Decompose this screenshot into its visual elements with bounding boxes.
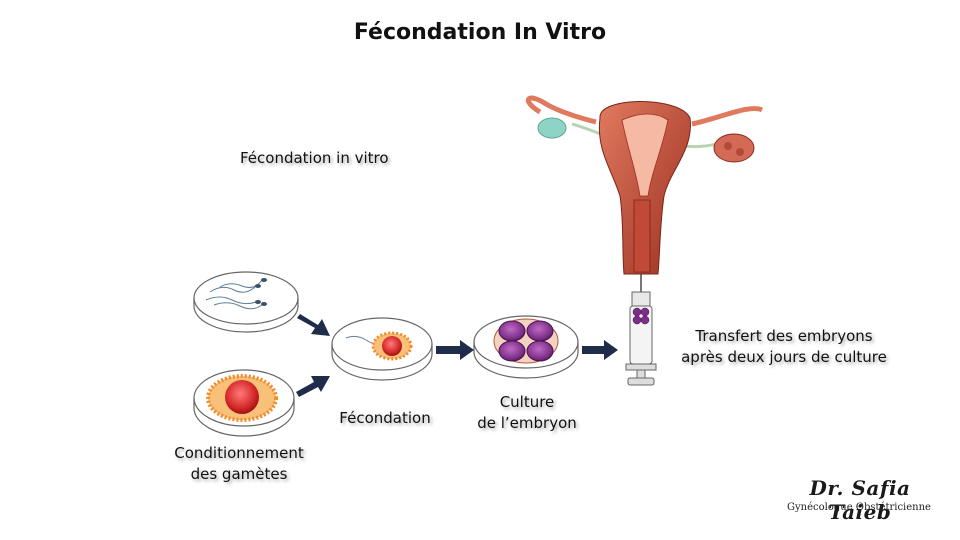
petri-dish-egg	[193, 369, 295, 437]
step-label-conditionnement-line2: des gamètes	[190, 465, 288, 483]
petri-dish-sperm	[193, 271, 299, 333]
step-label-conditionnement-line1: Conditionnement	[174, 444, 304, 462]
petri-dish-fertilization	[331, 317, 433, 381]
step-label-transfert: Transfert des embryons après deux jours …	[664, 326, 904, 368]
arrow-fec-to-culture	[436, 340, 474, 360]
step-label-transfert-line1: Transfert des embryons	[695, 327, 873, 345]
sperm-cells	[205, 279, 263, 310]
page-title: Fécondation In Vitro	[353, 20, 607, 45]
logo-subtitle: Gynécologue Obstétricienne	[787, 502, 931, 513]
petri-dish-embryo	[473, 315, 579, 379]
diagram-subtitle: Fécondation in vitro	[240, 149, 389, 167]
left-ovary	[537, 117, 567, 139]
arrow-sperm-to-fec	[297, 314, 330, 336]
step-label-culture-line1: Culture	[499, 393, 555, 411]
embryo-cells	[498, 320, 554, 362]
arrow-culture-to-transfer	[582, 340, 618, 360]
step-label-culture: Culture de l’embryon	[462, 392, 592, 434]
oocyte	[225, 380, 259, 414]
syringe	[625, 262, 657, 386]
step-label-fecondation: Fécondation	[339, 409, 431, 427]
uterus-illustration	[525, 95, 764, 275]
right-ovary	[713, 133, 755, 163]
process-arrows	[296, 314, 618, 397]
arrow-egg-to-fec	[296, 376, 330, 397]
logo-signature: Dr. Safia Taieb	[809, 476, 911, 524]
step-label-conditionnement: Conditionnement des gamètes	[158, 443, 320, 485]
step-label-culture-line2: de l’embryon	[477, 414, 577, 432]
step-label-transfert-line2: après deux jours de culture	[681, 348, 887, 366]
